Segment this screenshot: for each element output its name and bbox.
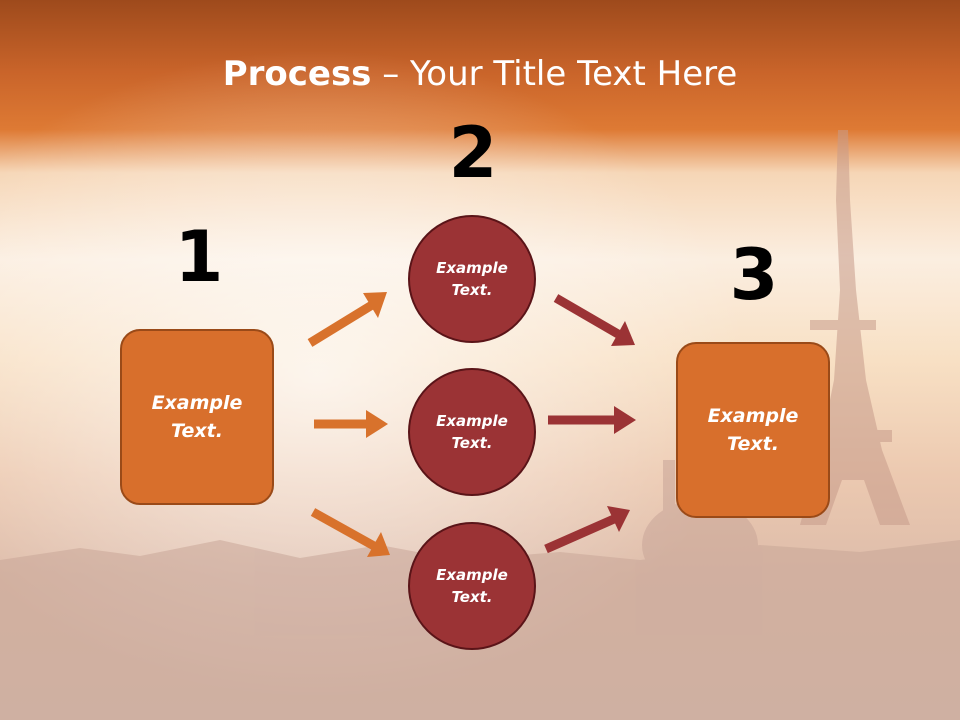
arrow-to-middle-circle: [314, 410, 388, 438]
slide-title: Process – Your Title Text Here: [0, 54, 960, 94]
process-box-start: Example Text.: [120, 329, 274, 505]
step-number-3: 3: [729, 234, 779, 316]
process-box-start-label: Example Text.: [151, 391, 243, 443]
step-number-2: 2: [448, 112, 498, 194]
arrow-top-circle-to-box: [553, 294, 635, 346]
process-circle-middle-label: Example Text.: [436, 411, 508, 453]
arrow-to-bottom-circle: [310, 508, 390, 557]
step-number-1: 1: [174, 216, 224, 298]
process-circle-bottom: Example Text.: [408, 522, 536, 650]
arrow-to-top-circle: [307, 292, 387, 347]
process-box-end: Example Text.: [676, 342, 830, 518]
title-bold-part: Process: [222, 54, 372, 94]
process-circle-top: Example Text.: [408, 215, 536, 343]
process-circle-top-label: Example Text.: [436, 258, 508, 300]
arrow-middle-circle-to-box: [548, 406, 636, 434]
title-rest-part: – Your Title Text Here: [371, 54, 738, 94]
arrow-bottom-circle-to-box: [544, 506, 630, 554]
process-circle-bottom-label: Example Text.: [436, 565, 508, 607]
process-box-end-label: Example Text.: [707, 404, 799, 456]
process-circle-middle: Example Text.: [408, 368, 536, 496]
